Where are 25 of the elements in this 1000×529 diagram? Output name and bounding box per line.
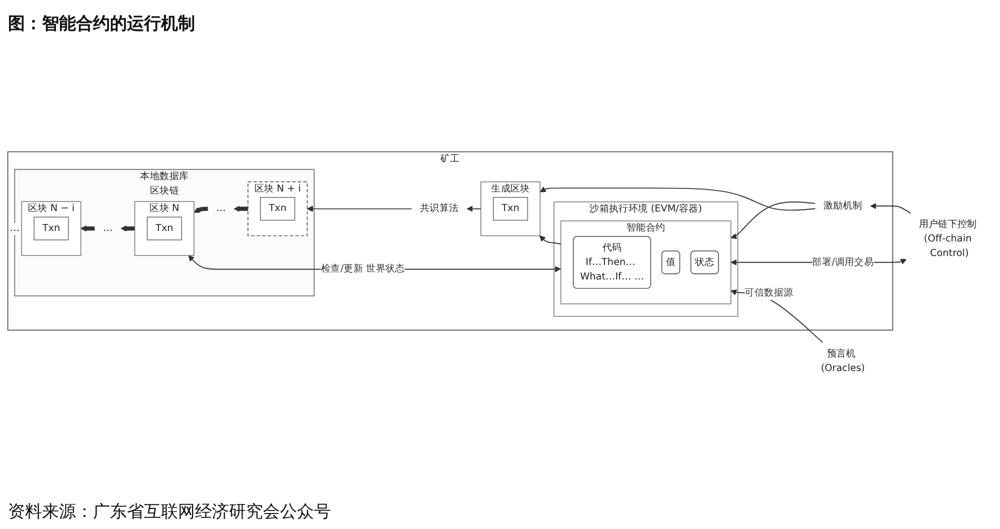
node-box: Txn (146, 216, 182, 240)
arrow (306, 206, 412, 212)
arrow (540, 186, 816, 211)
arrow (466, 206, 482, 212)
title: 图：智能合约的运行机制 (8, 13, 195, 35)
node-text: 预言机 (Oracles) (820, 348, 865, 374)
arrow (80, 226, 96, 232)
edge-label: 检查/更新 世界状态 (321, 264, 405, 275)
node-text: … (102, 222, 113, 234)
arrow (730, 202, 816, 240)
node-box: Txn (492, 197, 528, 221)
edge-label: 部署/调用交易 (812, 256, 874, 268)
node-text: … (216, 203, 226, 214)
node-text: 用户链下控制 (Off-chain Control) (918, 218, 977, 260)
node-box: Txn (260, 197, 296, 221)
source-note: 资料来源：广东省互联网经济研究会公众号 (8, 501, 331, 523)
arrow (234, 206, 249, 212)
node-text: 激励机制 (824, 200, 862, 212)
arrow (539, 236, 562, 245)
arrow (870, 203, 911, 214)
arrow (194, 206, 209, 214)
node-box: Txn (34, 216, 69, 240)
arrow (120, 226, 136, 232)
node-text: 共识算法 (420, 203, 459, 214)
edge-label: 可信数据源 (744, 287, 794, 298)
